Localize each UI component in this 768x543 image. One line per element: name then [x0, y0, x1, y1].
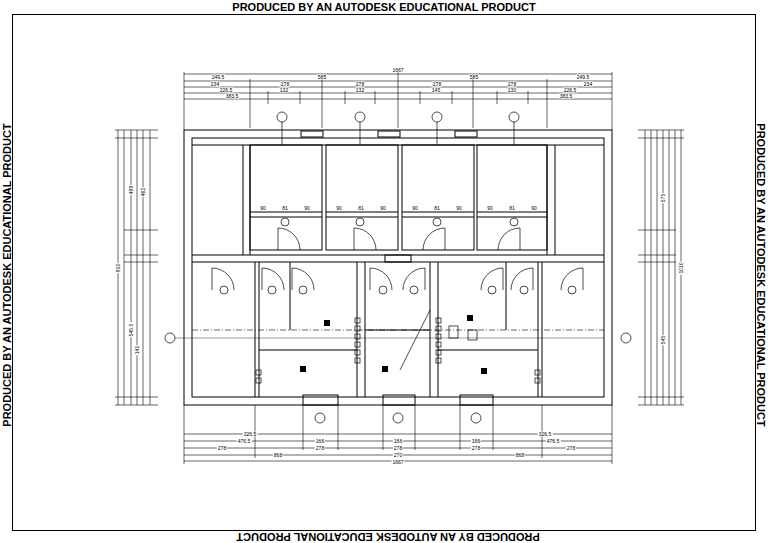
- dimension-text: 234: [210, 82, 220, 87]
- dimension-text: 90: [379, 206, 387, 211]
- dimension-text: 234: [583, 82, 593, 87]
- axis-markers: [165, 112, 631, 423]
- dimension-text: 166: [471, 439, 481, 444]
- dimension-text: 278: [507, 82, 517, 87]
- dimension-text: 90: [530, 206, 538, 211]
- dimension-text: 462: [141, 187, 146, 197]
- dimension-text: 278: [355, 82, 365, 87]
- dimension-text: 145: [431, 88, 441, 93]
- dimension-text: 476.5: [546, 439, 561, 444]
- dimension-text: 132: [355, 88, 365, 93]
- doors: [212, 228, 583, 370]
- dimension-text: 270: [393, 453, 403, 458]
- dimension-text: 910: [116, 263, 121, 273]
- dimension-text: 81: [281, 206, 289, 211]
- dimension-text: 278: [471, 446, 481, 451]
- dimension-text: 90: [411, 206, 419, 211]
- dimension-text: 90: [455, 206, 463, 211]
- dimension-text: 1667: [391, 68, 404, 73]
- dimension-text: 166: [315, 439, 325, 444]
- dimension-text: 278: [393, 446, 403, 451]
- dimension-text: 278: [280, 82, 290, 87]
- dimension-lines: [115, 72, 684, 464]
- watermark: PRODUCED BY AN AUTODESK EDUCATIONAL PROD…: [236, 531, 539, 542]
- fixtures: [220, 218, 576, 383]
- dimension-text: 476.5: [237, 439, 252, 444]
- dimension-text: 326.5: [243, 432, 258, 437]
- dimension-text: 585: [469, 75, 479, 80]
- watermark: PRODUCED BY AN AUTODESK EDUCATIONAL PROD…: [232, 2, 535, 13]
- walls: [184, 130, 612, 405]
- dimension-text: 249.5: [211, 75, 226, 80]
- dimension-text: 90: [259, 206, 267, 211]
- dimension-text: 226.5: [219, 88, 234, 93]
- dimension-text: 383.5: [225, 94, 240, 99]
- dimension-text: 81: [433, 206, 441, 211]
- dimension-text: 1667: [391, 460, 404, 465]
- dimension-text: 326.5: [538, 432, 553, 437]
- dimension-text: 226.5: [563, 88, 578, 93]
- dimension-text: 81: [508, 206, 516, 211]
- dimension-text: 383.5: [559, 94, 574, 99]
- dimension-text: 545.5: [129, 323, 134, 338]
- dimension-text: 166: [393, 439, 403, 444]
- level-markers: [300, 315, 487, 374]
- watermark: PRODUCED BY AN AUTODESK EDUCATIONAL PROD…: [755, 123, 766, 426]
- watermark: PRODUCED BY AN AUTODESK EDUCATIONAL PROD…: [2, 123, 13, 426]
- dimension-text: 278: [566, 446, 576, 451]
- dimension-text: 141: [135, 345, 140, 355]
- dimension-text: 278: [432, 82, 442, 87]
- dimension-text: 868: [515, 453, 525, 458]
- dimension-text: 249.5: [576, 75, 591, 80]
- dimension-text: 868: [273, 453, 283, 458]
- dimension-text: 90: [335, 206, 343, 211]
- dimension-text: 90: [303, 206, 311, 211]
- dimension-text: 545: [661, 335, 666, 345]
- dimension-text: 1010: [679, 261, 684, 274]
- dimension-text: 499: [129, 185, 134, 195]
- dimension-text: 130: [507, 88, 517, 93]
- dimension-text: 575: [661, 193, 666, 203]
- dimension-text: 132: [279, 88, 289, 93]
- sheet-border: [13, 15, 756, 531]
- dimension-text: 90: [486, 206, 494, 211]
- dimension-text: 278: [315, 446, 325, 451]
- dimension-text: 81: [357, 206, 365, 211]
- dimension-text: 278: [217, 446, 227, 451]
- dimension-text: 585: [317, 75, 327, 80]
